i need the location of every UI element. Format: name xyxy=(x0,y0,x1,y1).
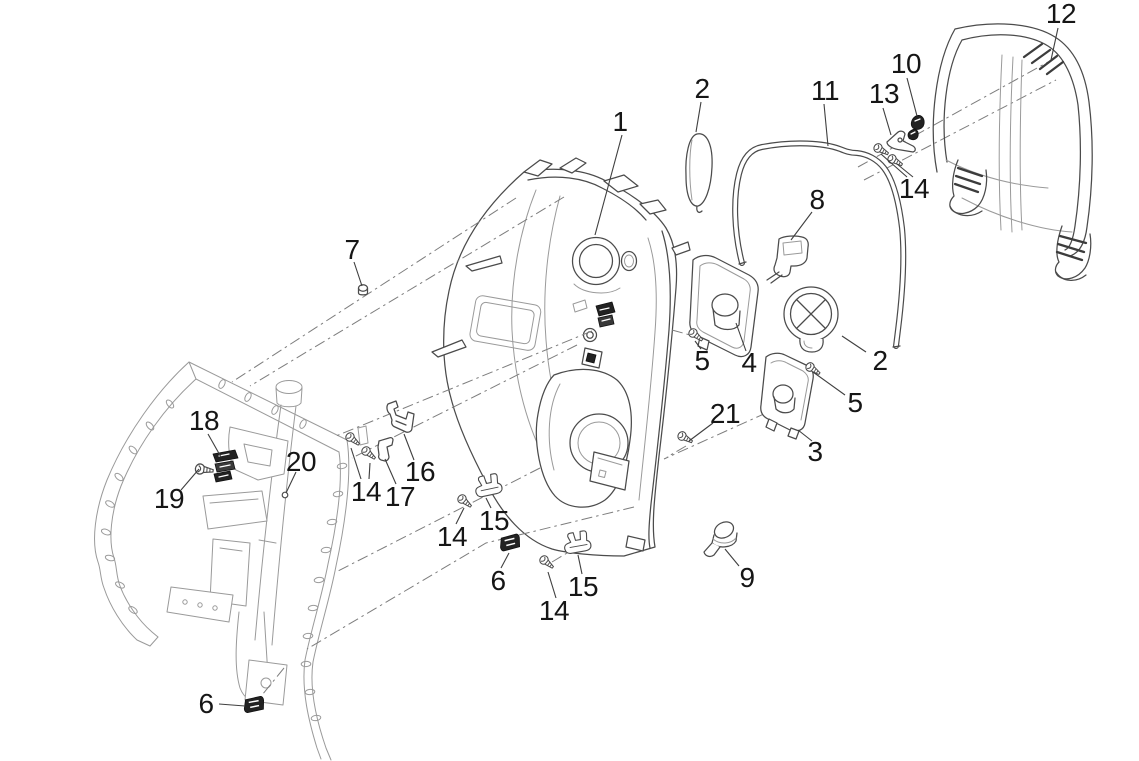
bracket-part-13 xyxy=(886,130,916,153)
leader-line-21 xyxy=(688,422,714,442)
leader-line-15 xyxy=(577,554,583,575)
shim-plate xyxy=(357,425,369,446)
leader-line-2 xyxy=(841,335,867,353)
part-callout-1: 1 xyxy=(612,106,628,137)
part-callout-8: 8 xyxy=(809,184,825,215)
nut-part-7 xyxy=(357,284,369,296)
part-callout-13: 13 xyxy=(868,78,900,109)
leader-line-19 xyxy=(180,468,200,491)
part-callout-15: 15 xyxy=(478,505,510,536)
leader-line-5 xyxy=(812,371,846,396)
pin-part-10 xyxy=(907,115,925,141)
bolt-part-9 xyxy=(703,521,738,558)
leader-line-16 xyxy=(403,433,415,461)
screw-14-left-b xyxy=(359,444,379,463)
leader-line-3 xyxy=(797,429,813,442)
leader-line-17 xyxy=(384,458,397,485)
part-callout-21: 21 xyxy=(709,398,741,429)
callout-leader-lines xyxy=(180,27,1059,707)
leader-line-8 xyxy=(790,211,813,241)
part-callout-6: 6 xyxy=(490,565,506,596)
part-callout-3: 3 xyxy=(807,436,823,467)
part-callout-10: 10 xyxy=(890,48,922,79)
part-callout-20: 20 xyxy=(285,446,317,477)
leader-line-5 xyxy=(694,340,702,350)
part-callout-11: 11 xyxy=(810,75,840,106)
leader-line-9 xyxy=(724,548,740,567)
plate-part-3 xyxy=(760,352,814,440)
leader-line-11 xyxy=(823,103,829,147)
leader-line-12 xyxy=(1050,27,1059,61)
emblem-part-2 xyxy=(685,133,713,213)
clip-part-6-mid xyxy=(498,532,522,553)
leader-line-6 xyxy=(500,552,510,569)
part-callout-5: 5 xyxy=(847,387,863,418)
screw-14-mid xyxy=(455,492,475,511)
leader-line-14 xyxy=(547,571,557,599)
plate-part-4 xyxy=(689,254,759,358)
leader-line-2 xyxy=(695,101,702,133)
screw-21 xyxy=(675,429,695,447)
trim-gasket-part-11 xyxy=(732,140,907,349)
leader-line-20 xyxy=(285,471,297,494)
leader-line-14 xyxy=(455,507,465,525)
part-callout-18: 18 xyxy=(188,405,220,436)
part-callout-16: 16 xyxy=(404,456,436,487)
leader-line-15 xyxy=(485,497,492,509)
part-callout-15: 15 xyxy=(567,571,599,602)
clip-part-17 xyxy=(377,436,394,462)
round-cap-part-2 xyxy=(783,286,839,353)
leader-line-14 xyxy=(896,163,914,178)
leader-line-18 xyxy=(207,433,222,458)
leader-line-1 xyxy=(594,134,623,236)
frame-holes xyxy=(100,379,348,722)
part-callout-6: 6 xyxy=(198,688,214,719)
rubber-stop-part-8 xyxy=(766,235,809,284)
part-callout-19: 19 xyxy=(153,483,185,514)
bracket-part-16 xyxy=(386,400,415,433)
leader-line-4 xyxy=(735,322,747,352)
leader-line-14 xyxy=(350,447,362,480)
screw-19 xyxy=(194,462,215,477)
part-callout-9: 9 xyxy=(739,562,755,593)
leader-line-10 xyxy=(906,77,918,117)
steering-column xyxy=(166,380,303,706)
leader-line-14 xyxy=(368,462,371,480)
part-callout-2: 2 xyxy=(694,73,710,104)
screw-14-bottom xyxy=(537,553,557,572)
part-callout-14: 14 xyxy=(436,521,468,552)
frame-assembly xyxy=(94,361,350,761)
leader-line-6 xyxy=(218,703,246,707)
part-callout-14: 14 xyxy=(898,173,930,204)
latch-part-18 xyxy=(212,449,239,483)
leader-line-14 xyxy=(880,153,908,178)
part-callout-7: 7 xyxy=(344,234,360,265)
pin-20 xyxy=(281,491,289,499)
part-callout-14: 14 xyxy=(538,595,570,626)
glovebox-inner-panel xyxy=(535,368,632,508)
lock-mechanism xyxy=(572,299,616,369)
leader-line-7 xyxy=(353,261,363,287)
windshield-part-12 xyxy=(932,23,1093,281)
leader-line-13 xyxy=(882,107,892,136)
part-callout-4: 4 xyxy=(741,347,757,378)
part-callout-17: 17 xyxy=(384,481,416,512)
part-callout-5: 5 xyxy=(694,345,710,376)
part-callout-12: 12 xyxy=(1045,0,1077,29)
part-callout-14: 14 xyxy=(350,476,382,507)
part-callout-2: 2 xyxy=(872,345,888,376)
